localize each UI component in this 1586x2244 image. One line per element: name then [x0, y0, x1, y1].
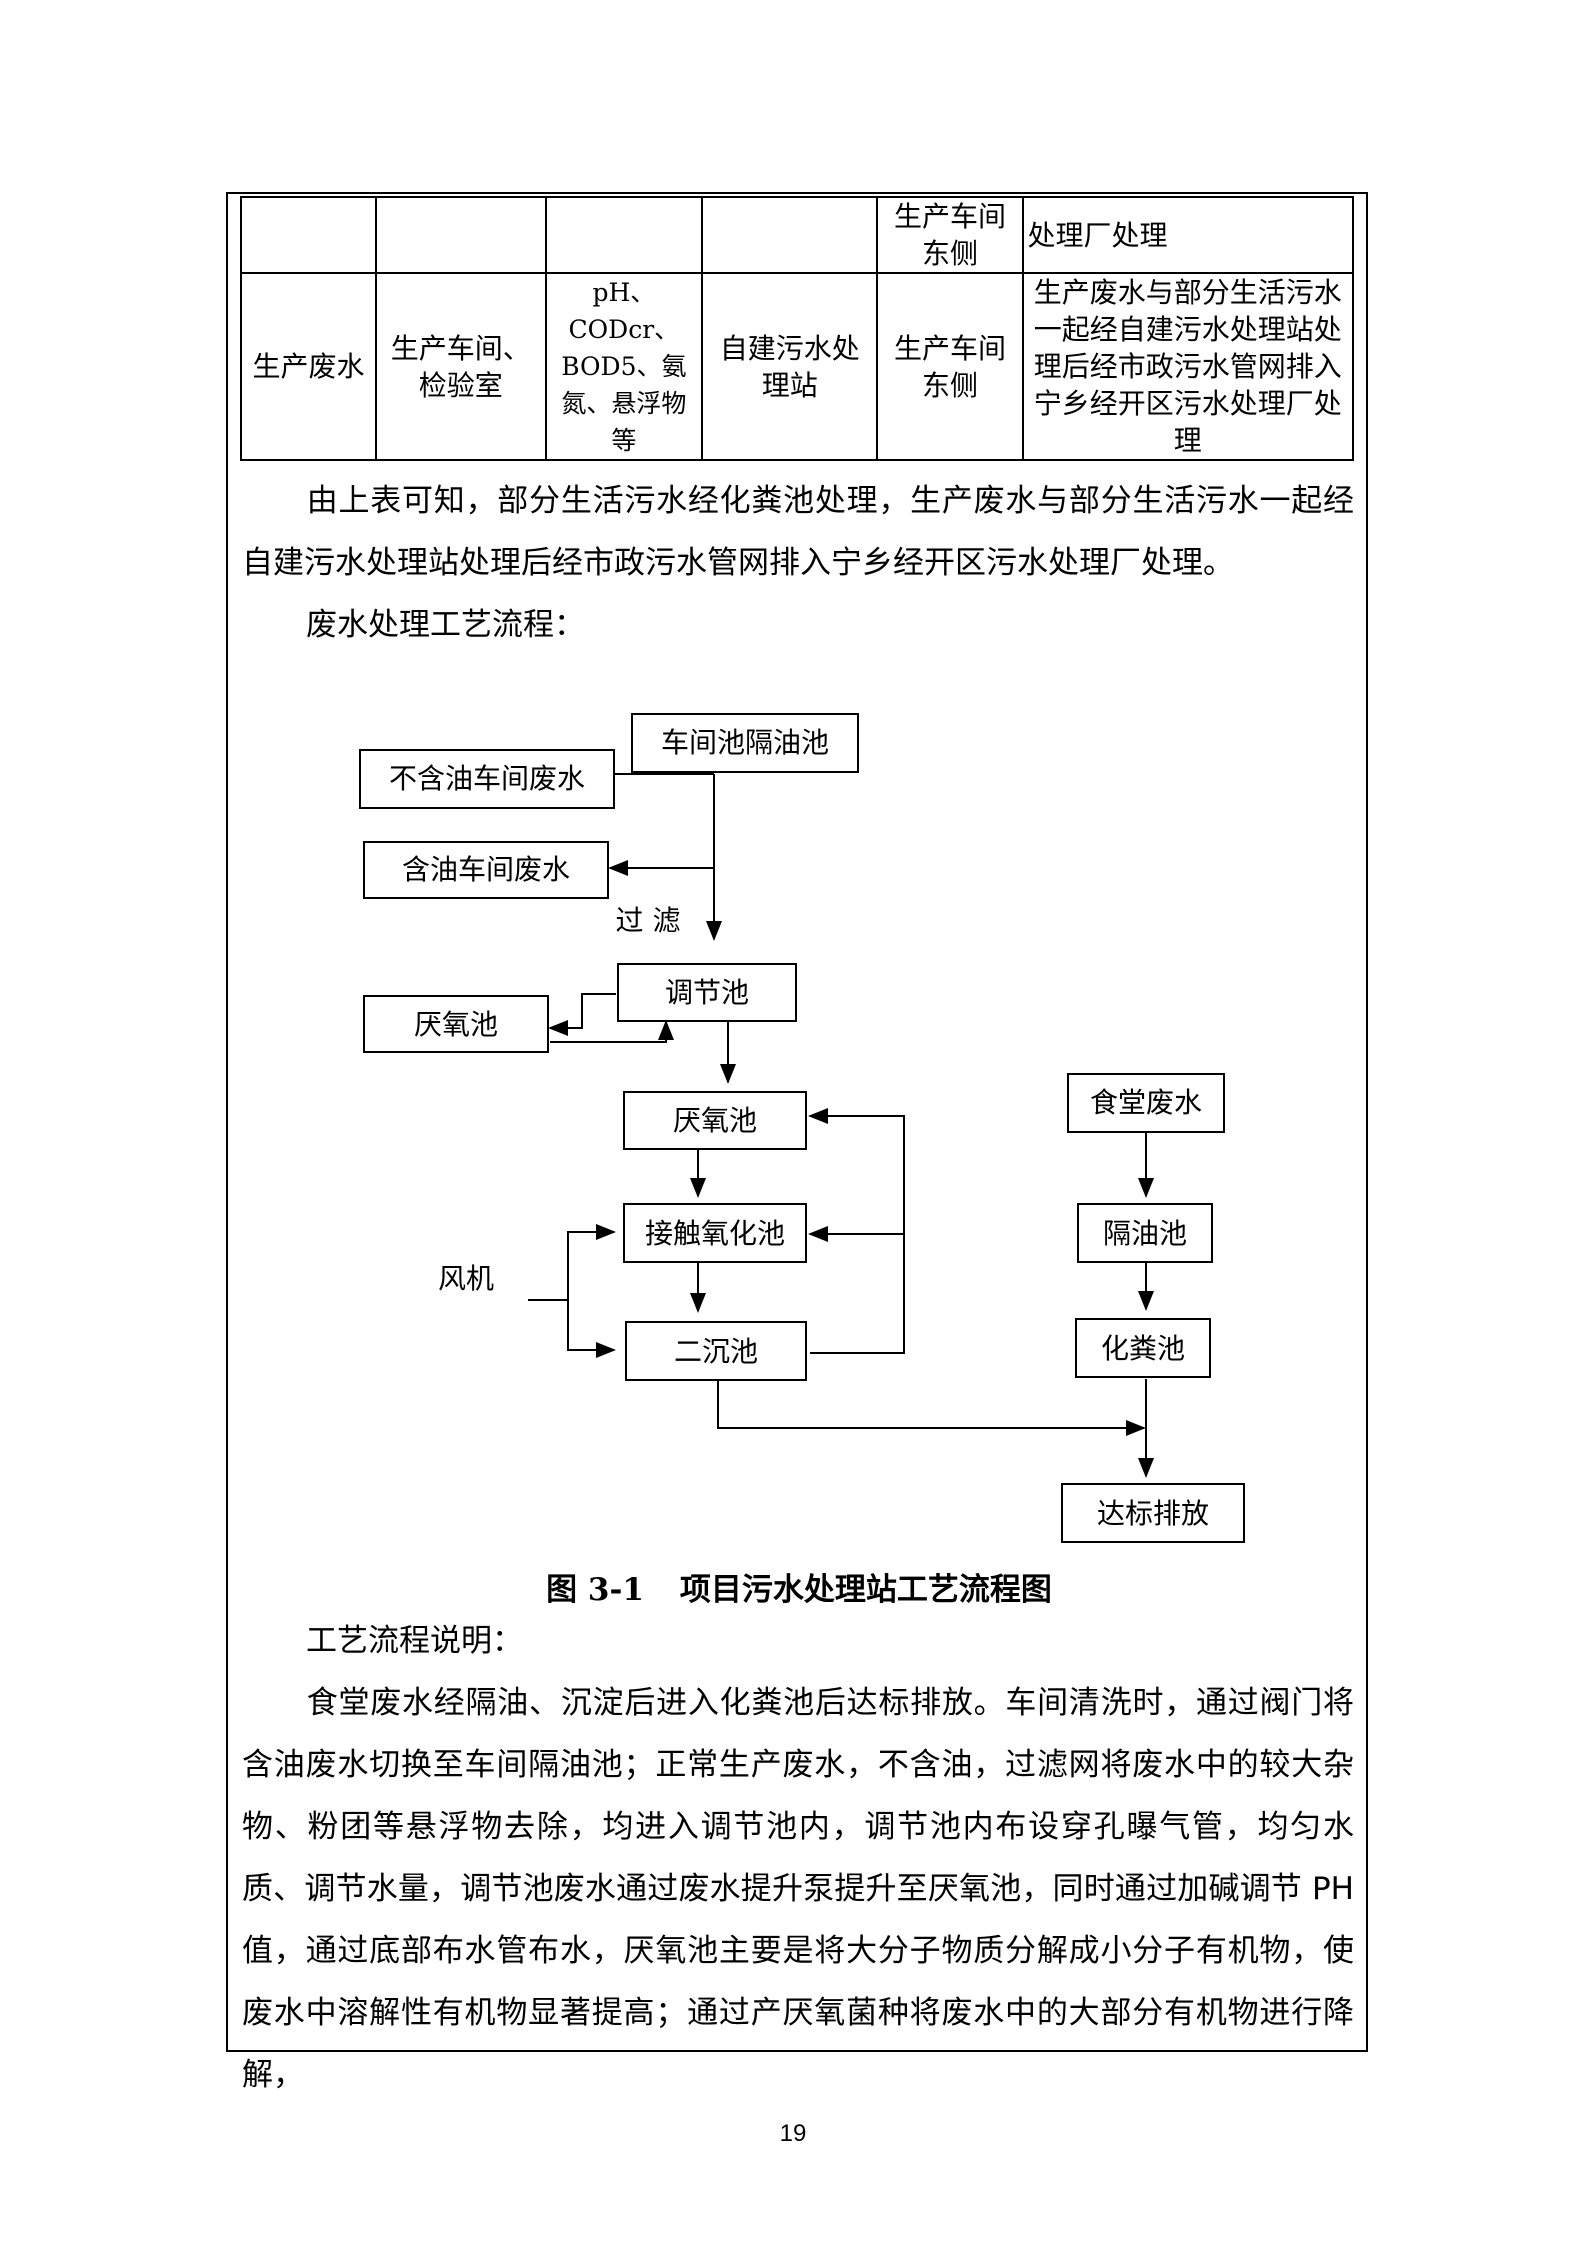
figure-number: 图 3-1 [546, 1572, 644, 1608]
paragraph-summary: 由上表可知，部分生活污水经化粪池处理，生产废水与部分生活污水一起经自建污水处理站… [242, 483, 1354, 581]
table-cell: 生产车间东侧 [876, 272, 1024, 461]
label-oily-wastewater: 含油车间废水 [402, 853, 570, 886]
table-row: 生产车间东侧 处理厂处理 [239, 196, 1355, 274]
box-oily-wastewater [363, 841, 609, 899]
box-oil-free-wastewater [359, 749, 615, 809]
wastewater-table: 生产车间东侧 处理厂处理 生产废水 生产车间、检验室 pH、CODcr、BOD5… [239, 196, 1355, 461]
table-cell: 生产车间东侧 [876, 196, 1024, 274]
box-workshop-oil-trap [631, 713, 859, 773]
flow-arrow [528, 1224, 616, 1301]
box-septic-tank [1075, 1318, 1211, 1378]
box-anaerobic-left [363, 995, 549, 1053]
label-canteen-wastewater: 食堂废水 [1090, 1086, 1202, 1119]
label-secondary-clarifier: 二沉池 [674, 1335, 758, 1368]
box-discharge [1061, 1483, 1245, 1543]
paragraph-process-heading: 工艺流程说明： [306, 1623, 523, 1659]
box-grease-trap [1077, 1203, 1213, 1263]
table-cell [375, 196, 547, 274]
label-septic-tank: 化粪池 [1101, 1332, 1185, 1365]
figure-caption: 图 3-1 项目污水处理站工艺流程图 [228, 1564, 1370, 1609]
label-workshop-oil-trap: 车间池隔油池 [661, 726, 829, 759]
paragraph-flow-intro: 废水处理工艺流程： [306, 607, 585, 643]
label-anaerobic-tank: 厌氧池 [673, 1104, 757, 1137]
table-cell: 生产废水 [239, 272, 378, 461]
table-cell [239, 196, 378, 274]
content-frame: 生产车间东侧 处理厂处理 生产废水 生产车间、检验室 pH、CODcr、BOD5… [226, 192, 1370, 2093]
flow-arrow [550, 1020, 674, 1043]
table-cell: pH、CODcr、BOD5、氨氮、悬浮物等 [544, 272, 704, 461]
flow-arrow [717, 1381, 1146, 1436]
flow-arrow [548, 993, 616, 1036]
table-cell [544, 196, 704, 274]
process-flow-diagram: 车间池隔油池 不含油车间废水 含油车间废水 过 滤 调节池 厌氧池 厌氧池 接触… [359, 713, 1245, 1543]
box-anaerobic-tank [623, 1091, 807, 1150]
paragraph-process-description: 食堂废水经隔油、沉淀后进入化粪池后达标排放。车间清洗时，通过阀门将含油废水切换至… [242, 1685, 1354, 2093]
table-row: 生产废水 生产车间、检验室 pH、CODcr、BOD5、氨氮、悬浮物等 自建污水… [239, 272, 1355, 461]
table-cell: 处理厂处理 [1021, 196, 1355, 274]
box-canteen-wastewater [1067, 1073, 1225, 1133]
table-cell: 生产废水与部分生活污水一起经自建污水处理站处理后经市政污水管网排入宁乡经开区污水… [1021, 272, 1355, 461]
label-equalization-tank: 调节池 [665, 976, 749, 1009]
label-discharge: 达标排放 [1097, 1497, 1209, 1530]
label-blower: 风机 [438, 1262, 494, 1295]
table-cell: 生产车间、检验室 [375, 272, 547, 461]
label-grease-trap: 隔油池 [1103, 1217, 1187, 1250]
table-cell [701, 196, 879, 274]
label-oil-free-wastewater: 不含油车间废水 [389, 762, 585, 795]
page-number: 19 [779, 2120, 807, 2147]
box-secondary-clarifier [625, 1321, 807, 1381]
figure-title: 项目污水处理站工艺流程图 [679, 1572, 1052, 1608]
flow-arrow [567, 1300, 616, 1358]
label-anaerobic-left: 厌氧池 [414, 1008, 498, 1041]
label-filter: 过 滤 [616, 904, 681, 937]
box-equalization-tank [617, 963, 797, 1022]
label-contact-oxidation: 接触氧化池 [645, 1217, 785, 1250]
box-contact-oxidation [623, 1203, 807, 1263]
table-cell: 自建污水处理站 [701, 272, 879, 461]
